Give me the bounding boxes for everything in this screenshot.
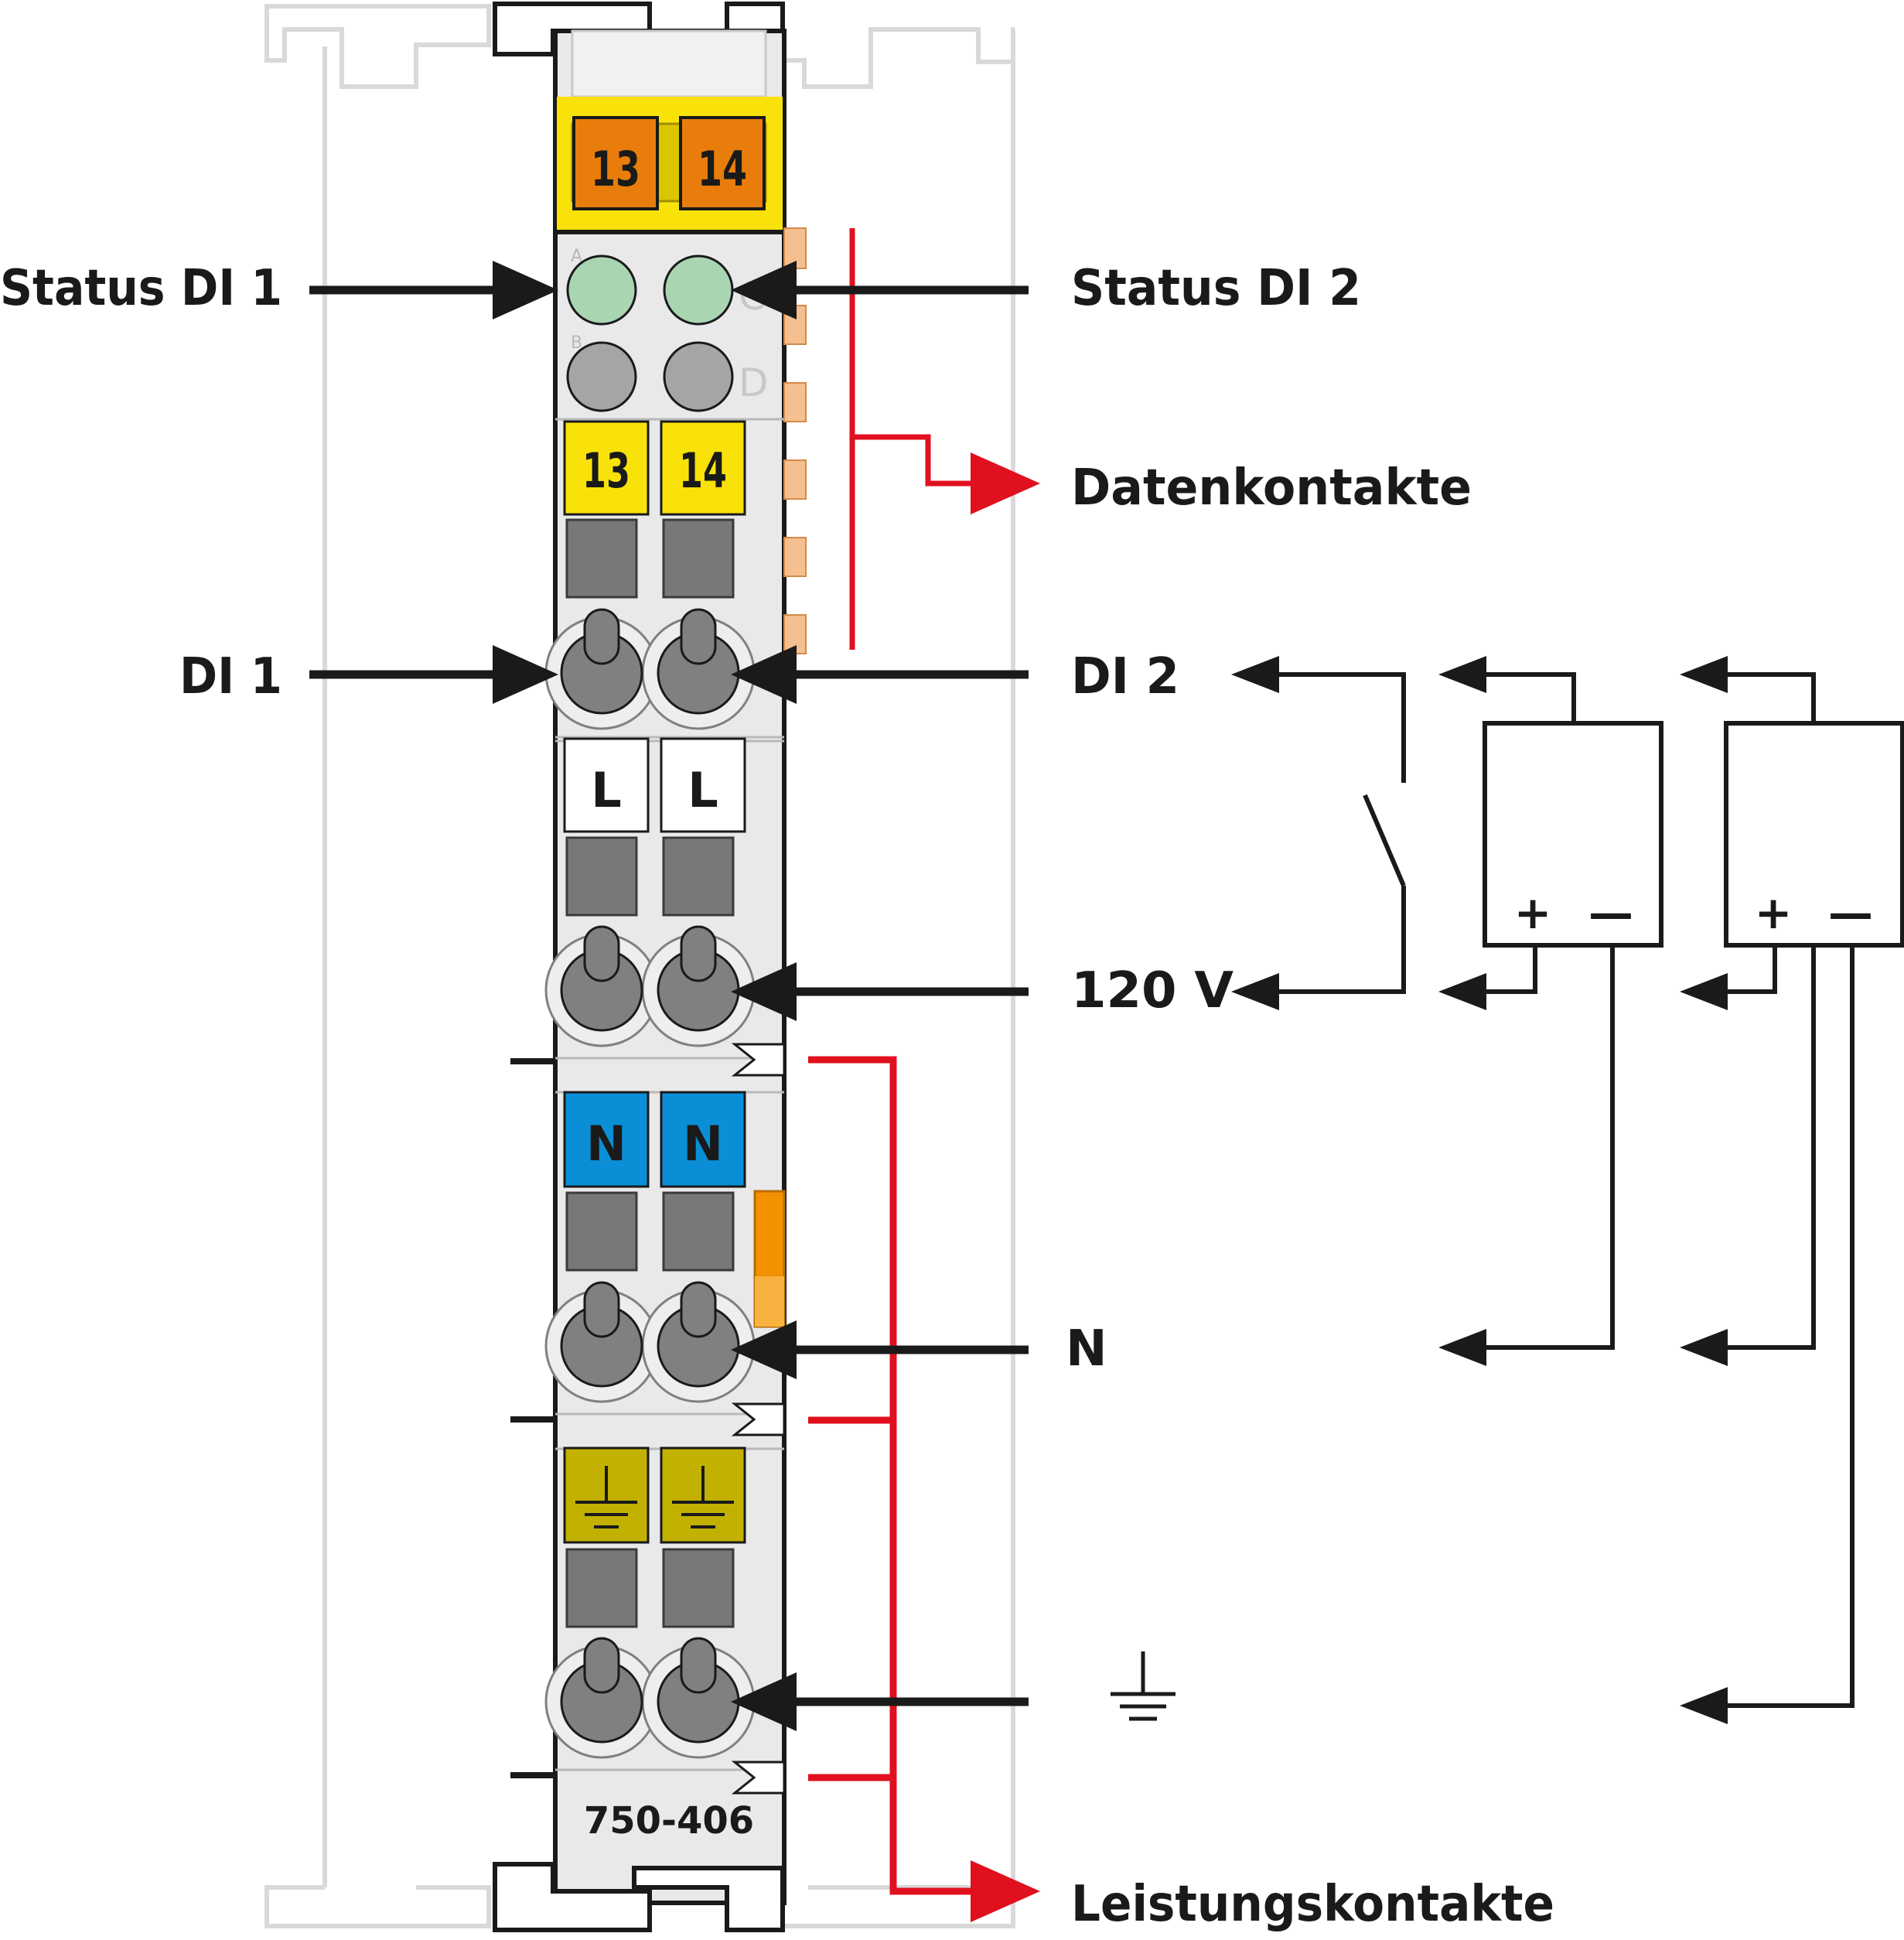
led-letter-b: B xyxy=(571,333,582,353)
source-1-minus: — xyxy=(1588,886,1633,939)
status-led-d xyxy=(663,341,734,412)
source-1-plus: + xyxy=(1514,886,1552,939)
part-number: 750-406 xyxy=(584,1799,754,1843)
arrow-icon xyxy=(731,261,797,319)
marker-l-left: L xyxy=(591,762,622,818)
switch-icon xyxy=(1363,794,1406,887)
terminal-latch xyxy=(583,1281,620,1338)
arrow-icon xyxy=(493,645,558,704)
label-neutral: N xyxy=(1066,1320,1107,1378)
arrow-icon xyxy=(1231,656,1279,693)
terminal-slot xyxy=(662,836,735,917)
label-power-contacts: Leistungskontakte xyxy=(1071,1876,1554,1933)
terminal-slot xyxy=(565,518,638,599)
terminal-latch xyxy=(680,1637,717,1694)
terminal-block xyxy=(544,418,786,1795)
led-letter-a: A xyxy=(571,247,582,266)
label-di1: DI 1 xyxy=(179,648,282,705)
status-leds: A B C D xyxy=(566,247,769,412)
power-contact-notch xyxy=(731,1043,786,1077)
status-led-di2 xyxy=(663,254,734,326)
power-contact-notch xyxy=(731,1761,786,1795)
arrow-icon xyxy=(1680,973,1728,1010)
arrow-icon xyxy=(731,1672,797,1731)
ground-icon xyxy=(672,1466,734,1528)
marker-row-4 xyxy=(563,1446,746,1544)
terminal-latch xyxy=(583,1637,620,1694)
ground-icon xyxy=(1111,1651,1175,1721)
terminal-slot xyxy=(565,1191,638,1272)
terminal-slot xyxy=(662,1191,735,1272)
terminal-slot xyxy=(565,1548,638,1628)
signal-source-1: + — xyxy=(1483,721,1663,948)
arrow-icon xyxy=(731,645,797,704)
top-marker-13-text: 13 xyxy=(591,141,640,197)
arrow-icon xyxy=(1438,656,1486,693)
terminal-slot xyxy=(662,518,735,599)
arrow-icon xyxy=(1438,973,1486,1010)
arrow-icon xyxy=(731,1320,797,1379)
top-marker-14-text: 14 xyxy=(698,141,747,197)
arrow-icon xyxy=(1438,1329,1486,1366)
terminal-latch xyxy=(680,1281,717,1338)
rail-clip-bottom xyxy=(493,1862,785,1932)
label-120v: 120 V xyxy=(1071,962,1234,1020)
marker-n-right: N xyxy=(683,1115,723,1172)
housing-ticks xyxy=(510,1058,555,1778)
top-marker-carrier: 13 14 xyxy=(557,97,783,232)
marker-row-3: N N xyxy=(563,1091,746,1188)
terminal-slot xyxy=(565,836,638,917)
marker-n-left: N xyxy=(586,1115,626,1172)
arrow-icon xyxy=(971,453,1040,514)
status-led-b xyxy=(566,341,637,412)
signal-source-2: + — xyxy=(1724,721,1904,948)
arrow-icon xyxy=(1231,973,1279,1010)
arrow-icon xyxy=(493,261,558,319)
power-contact-notch xyxy=(731,1402,786,1436)
terminal-slot xyxy=(662,1548,735,1628)
wire-arrowheads xyxy=(1231,656,1728,1724)
source-2-minus: — xyxy=(1828,886,1873,939)
top-marker-13 xyxy=(572,116,659,210)
marker-row-2: L L xyxy=(563,737,746,833)
arrow-icon xyxy=(1680,1329,1728,1366)
data-contacts-bracket xyxy=(849,228,974,650)
marker-14: 14 xyxy=(679,442,727,499)
terminal-latch xyxy=(583,925,620,982)
terminal-latch xyxy=(680,925,717,982)
ground-icon xyxy=(575,1466,637,1528)
source-2-plus: + xyxy=(1755,886,1793,939)
led-letter-d: D xyxy=(739,360,769,405)
arrow-icon xyxy=(731,962,797,1021)
arrow-icon xyxy=(971,1860,1040,1922)
arrow-icon xyxy=(1680,1687,1728,1724)
terminal-latch xyxy=(680,608,717,665)
label-di2: DI 2 xyxy=(1071,648,1179,705)
label-status-di2: Status DI 2 xyxy=(1071,260,1361,317)
arrow-icon xyxy=(1680,656,1728,693)
marker-13: 13 xyxy=(582,442,630,499)
label-data-contacts: Datenkontakte xyxy=(1071,459,1472,517)
data-contacts xyxy=(783,227,807,654)
terminal-latch xyxy=(583,608,620,665)
marker-row-1: 13 14 xyxy=(563,420,746,516)
pointer-arrows xyxy=(309,261,1029,1731)
label-status-di1: Status DI 1 xyxy=(0,260,282,317)
top-marker-14 xyxy=(679,116,766,210)
power-contacts-bracket xyxy=(808,1056,976,1895)
marker-l-right: L xyxy=(688,762,718,818)
status-led-di1 xyxy=(566,254,637,326)
